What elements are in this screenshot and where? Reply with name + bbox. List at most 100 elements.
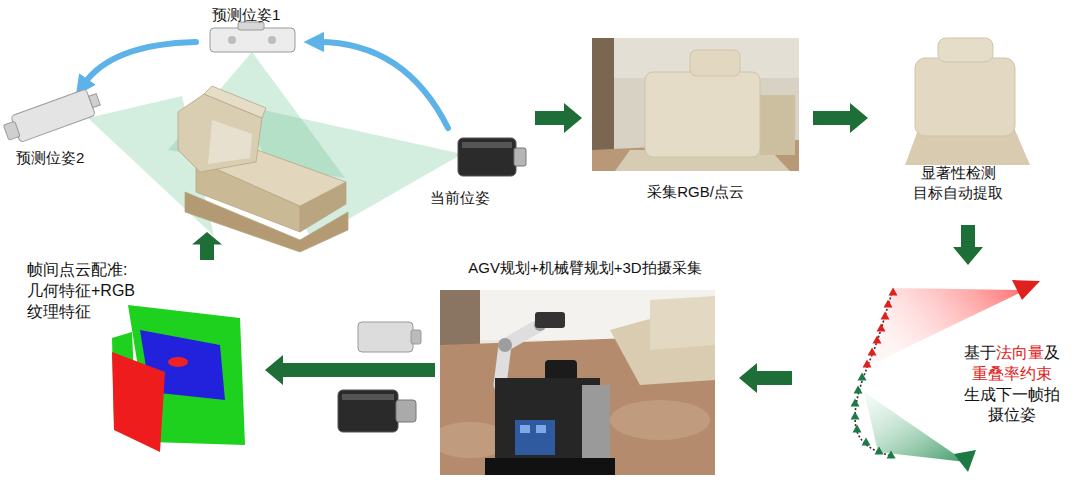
scan-path	[884, 300, 893, 308]
point-cloud	[112, 305, 245, 452]
text-part: 生成下一帧拍	[964, 386, 1060, 403]
sofa-photo	[690, 50, 740, 76]
scene-panel: 预测位姿1 预测位姿2 当前位姿	[0, 0, 535, 232]
scan-path	[858, 373, 867, 381]
predicted-sensor	[228, 36, 236, 44]
camera-icon	[342, 394, 394, 400]
caption: 采集RGB/点云	[582, 182, 809, 202]
predicted-sensor	[1, 86, 103, 146]
scan-path	[854, 386, 863, 394]
agv-photo	[515, 420, 555, 455]
predicted-sensor	[238, 22, 264, 30]
sofa-model	[208, 120, 252, 164]
pose-label: 当前位姿	[430, 188, 490, 208]
camera-icon	[396, 400, 416, 422]
text-part: 及	[1044, 344, 1060, 361]
scan-path	[873, 336, 882, 344]
pose-transition-arrow	[84, 42, 196, 84]
text-slot: 预测位姿1	[212, 5, 280, 25]
agv-photo	[520, 425, 530, 433]
pose-generation-panel: 基于法向量及重叠率约束生成下一帧拍摄位姿	[792, 265, 1072, 473]
sofa-photo	[645, 72, 760, 157]
current-sensor	[462, 142, 512, 148]
registration-panel: 帧间点云配准: 几何特征+RGB 纹理特征	[15, 260, 265, 456]
flow-arrow	[953, 225, 983, 265]
current-sensor	[458, 138, 526, 176]
sofa-photo	[592, 38, 799, 78]
agv-photo	[536, 425, 546, 433]
scan-path	[875, 447, 884, 455]
highlight-text: 重叠率约束	[972, 365, 1052, 382]
pose-fan	[864, 392, 966, 462]
text-slot: 当前位姿	[430, 188, 490, 208]
point-cloud	[168, 357, 188, 367]
current-sensor	[458, 138, 516, 176]
pose-label: 预测位姿2	[16, 148, 84, 168]
extracted-sofa	[915, 58, 1015, 136]
photo-panel: 采集RGB/点云	[582, 38, 813, 210]
pose-label: 预测位姿1	[212, 5, 280, 25]
scan-path	[889, 288, 898, 296]
predicted-sensor	[210, 28, 295, 52]
agv-photo	[485, 458, 615, 475]
point-cloud	[112, 352, 165, 452]
camera-icon	[358, 322, 413, 352]
predicted-sensor	[3, 121, 20, 140]
scan-path	[881, 312, 890, 320]
extracted-sofa	[938, 38, 993, 62]
pose-transition-arrow	[84, 42, 448, 128]
extracted-sofa	[905, 38, 1030, 165]
caption: 帧间点云配准: 几何特征+RGB 纹理特征	[27, 260, 151, 322]
agv-photo	[440, 290, 715, 475]
camera-icon	[338, 390, 398, 432]
scan-path	[851, 288, 898, 459]
panel-title: AGV规划+机械臂规划+3D拍摄采集	[435, 258, 735, 278]
text-slot: AGV规划+机械臂规划+3D拍摄采集	[435, 258, 735, 278]
pose-transition-arrow	[318, 42, 448, 128]
current-sensor	[514, 148, 526, 166]
agv-photo	[650, 296, 715, 350]
predicted-sensor	[11, 89, 96, 143]
agv-photo	[535, 312, 565, 328]
agv-photo	[500, 325, 540, 385]
scan-path	[863, 360, 872, 368]
photo-panel: AGV规划+机械臂规划+3D拍摄采集	[435, 258, 739, 475]
photo-panel: 显著性检测 目标自动提取	[868, 35, 1048, 225]
camera-icon	[411, 330, 421, 344]
scan-path	[862, 438, 871, 446]
flow-arrow	[535, 103, 582, 133]
text-slot: 基于法向量及重叠率约束生成下一帧拍摄位姿	[956, 343, 1068, 426]
flow-arrow	[265, 355, 435, 385]
scan-path	[855, 290, 893, 456]
text-slot: 采集RGB/点云	[582, 182, 809, 202]
view-frustum	[88, 52, 462, 240]
predicted-sensor	[268, 36, 276, 44]
sofa-photo	[592, 38, 799, 171]
caption: 基于法向量及重叠率约束生成下一帧拍摄位姿	[956, 343, 1068, 426]
sofa-model	[204, 86, 266, 118]
scan-path	[851, 399, 860, 407]
agv-photo	[498, 338, 512, 352]
sofa-model	[178, 86, 348, 252]
flow-arrow	[739, 363, 792, 393]
predicted-sensor	[210, 22, 295, 52]
sofa-photo	[760, 95, 795, 155]
scan-path	[853, 425, 862, 433]
scan-path	[851, 412, 860, 420]
pose-fan	[954, 450, 976, 472]
sofa-photo	[592, 38, 799, 171]
text-slot: 帧间点云配准: 几何特征+RGB 纹理特征	[27, 260, 151, 322]
text-part: 基于	[964, 344, 996, 361]
flow-arrow	[813, 103, 868, 133]
text-slot: 预测位姿2	[16, 148, 84, 168]
text-part: 摄位姿	[988, 406, 1036, 423]
caption: 显著性检测 目标自动提取	[906, 163, 1010, 202]
flow-arrow	[192, 232, 222, 260]
scan-path	[877, 324, 886, 332]
text-slot: 显著性检测 目标自动提取	[906, 163, 1010, 202]
highlight-text: 法向量	[996, 344, 1044, 361]
scan-path	[887, 451, 896, 459]
